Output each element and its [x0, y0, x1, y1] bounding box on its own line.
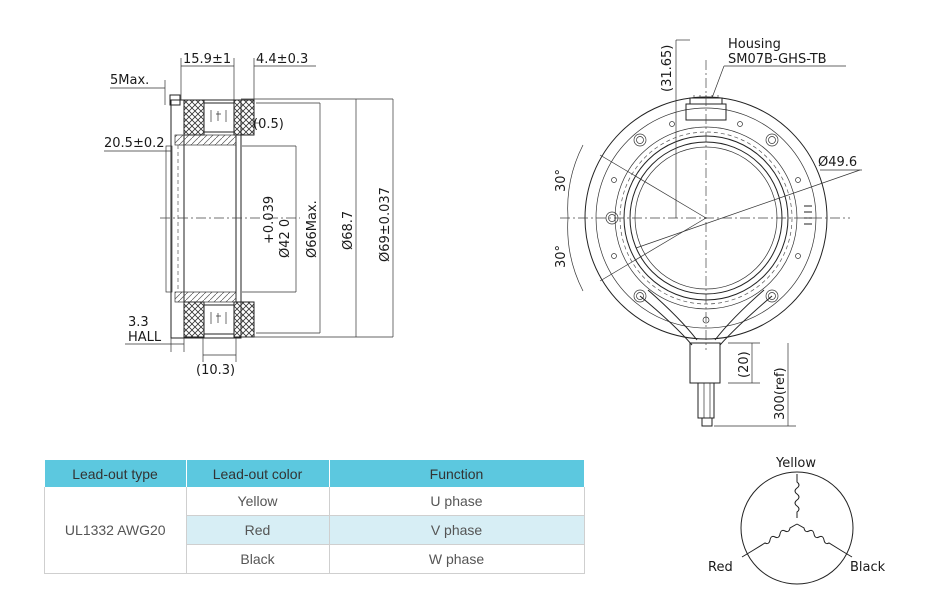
side-view: 15.9±1 4.4±0.3 5Max. 20.5±0.2 (0.5) +0.0… — [104, 52, 394, 378]
header-lead-out-type: Lead-out type — [44, 460, 187, 487]
dim-66max: Ø66Max. — [305, 200, 320, 258]
dim-68-7: Ø68.7 — [341, 211, 356, 250]
dim-hall: HALL — [128, 330, 162, 345]
dim-300: 300(ref) — [773, 367, 788, 420]
dim-3-3: 3.3 — [128, 315, 149, 330]
wiring-diagram: Yellow Red Black — [708, 456, 886, 585]
table-row: Red V phase — [45, 515, 585, 545]
function-cell: V phase — [329, 515, 585, 545]
dim-5max: 5Max. — [110, 73, 149, 88]
red-winding — [741, 523, 798, 558]
black-winding — [796, 523, 853, 558]
side-body-outline — [170, 99, 242, 339]
color-cell: Red — [186, 515, 330, 545]
lead-out-table: Lead-out type Lead-out color Function UL… — [44, 460, 585, 574]
dim-20: (20) — [737, 351, 752, 378]
color-cell: Black — [186, 544, 330, 574]
dim-10-3: (10.3) — [196, 363, 235, 378]
dim-15-9: 15.9±1 — [183, 52, 231, 67]
header-function: Function — [329, 460, 585, 487]
dim-49-6: Ø49.6 — [818, 155, 857, 170]
header-lead-out-color: Lead-out color — [186, 460, 330, 487]
dim-4-4: 4.4±0.3 — [256, 52, 308, 67]
lead-out-type-cell: UL1332 AWG20 — [44, 487, 187, 574]
dim-69: Ø69±0.037 — [378, 187, 393, 262]
wiring-label-black: Black — [850, 560, 886, 575]
dim-20-5: 20.5±0.2 — [104, 136, 165, 151]
housing-part-number: SM07B-GHS-TB — [728, 52, 827, 67]
front-view: Housing SM07B-GHS-TB (31.65) Ø49.6 30° 3… — [554, 37, 862, 427]
table-row: Black W phase — [45, 544, 585, 574]
yellow-winding — [794, 474, 800, 518]
function-cell: W phase — [329, 544, 585, 574]
housing-label: Housing — [728, 37, 781, 52]
dim-bore-tolerance: +0.039 — [262, 196, 277, 244]
table-row: UL1332 AWG20 Yellow U phase — [44, 487, 585, 574]
wiring-label-red: Red — [708, 560, 733, 575]
angle-top: 30° — [554, 169, 569, 192]
angle-bottom: 30° — [554, 245, 569, 268]
dim-bore: Ø42 0 — [278, 219, 293, 258]
color-cell: Yellow — [186, 487, 330, 516]
dim-0-5: (0.5) — [253, 117, 284, 132]
wiring-label-yellow: Yellow — [775, 456, 816, 471]
dim-31-65: (31.65) — [660, 45, 675, 92]
function-cell: U phase — [329, 487, 585, 516]
